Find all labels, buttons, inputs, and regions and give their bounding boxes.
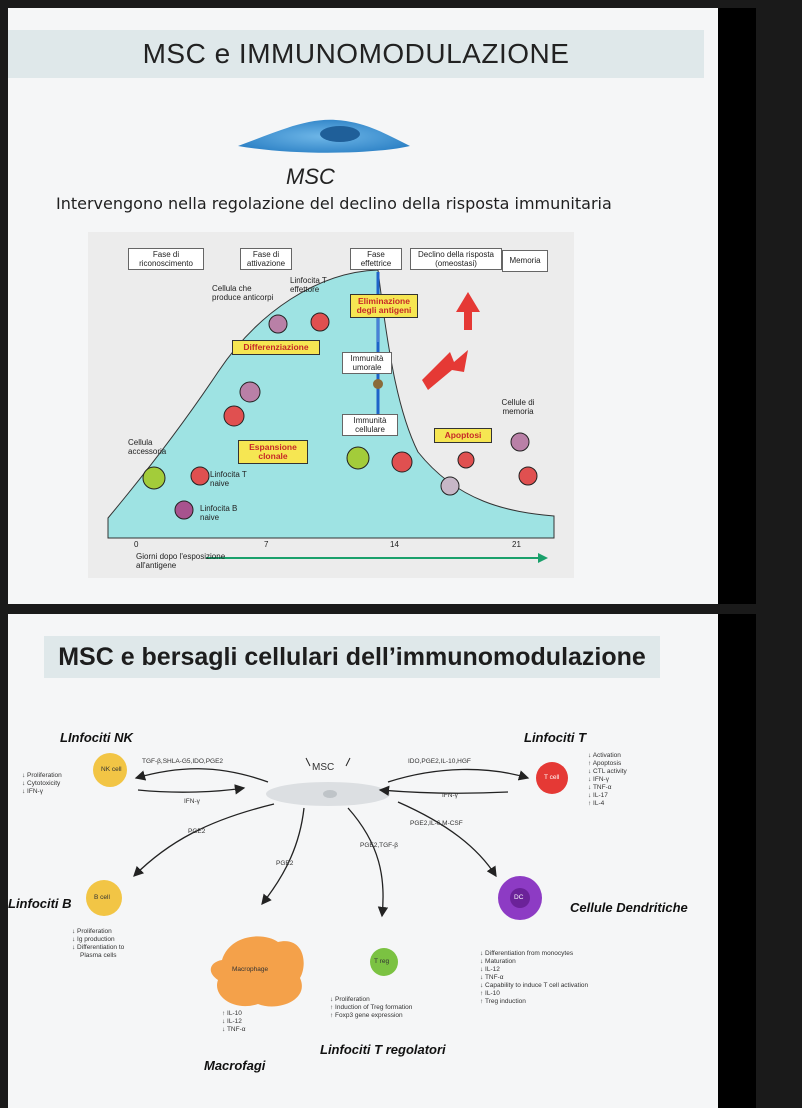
treg-effect: ↑ Foxp3 gene expression (330, 1012, 403, 1019)
t-effect: ↓ IL-17 (588, 792, 608, 799)
macrophage-icon (210, 936, 304, 1007)
dc-effect: ↑ IL-10 (480, 990, 500, 997)
arrow-to-treg-label: PGE2,TGF-β (360, 842, 399, 849)
dc-cell-icon (498, 876, 542, 920)
nk-effect: ↓ IFN-γ (22, 788, 43, 795)
phase-memory: Memoria (502, 250, 548, 272)
dc-effect: ↑ Treg induction (480, 998, 526, 1005)
target-dc-title: Cellule Dendritiche (570, 900, 688, 915)
dc-effect: ↓ Capability to induce T cell activation (480, 982, 589, 989)
nk-cell-icon (93, 753, 127, 787)
label-elimination: Eliminazione degli antigeni (350, 294, 418, 318)
b-effect: ↓ Proliferation (72, 928, 112, 935)
cell-dc-label: DC (514, 894, 524, 901)
label-clonal-expansion: Espansione clonale (238, 440, 308, 464)
arrow-from-nk-label: IFN-γ (184, 798, 200, 805)
phase-effector: Fase effettrice (350, 248, 402, 270)
t-effect: ↓ TNF-α (588, 784, 612, 791)
label-antibody-cell: Cellula che produce anticorpi (212, 284, 274, 302)
label-naive-t: Linfocita T naive (210, 470, 247, 488)
b-effect: ↓ Ig production (72, 936, 115, 943)
treg-cell-icon (370, 948, 398, 976)
arrow-from-t-label: IFN-γ (442, 792, 458, 799)
macro-effect: ↓ IL-12 (222, 1018, 242, 1025)
phase-activation: Fase di attivazione (240, 248, 292, 270)
arrow-to-t-label: IDO,PGE2,IL-10,HGF (408, 758, 471, 765)
center-msc-label: MSC (312, 762, 335, 773)
cell-macro-label: Macrophage (232, 966, 269, 973)
target-b-title: Linfociti B (8, 896, 72, 911)
target-treg-title: Linfociti T regolatori (320, 1042, 446, 1057)
slide1-subtitle: Intervengono nella regolazione del decli… (56, 194, 612, 213)
slide-msc-targets: MSC e bersagli cellulari dell’immunomodu… (8, 614, 756, 1108)
arrow-to-b-label: PGE2 (188, 828, 206, 835)
slide2-title-band: MSC e bersagli cellulari dell’immunomodu… (44, 636, 660, 678)
target-t-title: Linfociti T (524, 730, 587, 745)
dc-effect: ↓ IL-12 (480, 966, 500, 973)
slide1-right-edge (718, 8, 756, 604)
slide-msc-immunomodulazione: MSC e IMMUNOMODULAZIONE MSC Intervengono… (8, 8, 756, 604)
treg-effects: ↓ Proliferation ↑ Induction of Treg form… (330, 996, 412, 1020)
cell-nk-label: NK cell (101, 766, 122, 773)
b-cell-icon (86, 880, 122, 916)
response-curve-chart (107, 269, 555, 563)
b-effect: ↓ Differentiation to (72, 944, 125, 951)
msc-cell-label: MSC (286, 164, 335, 189)
cell-b-label: B cell (94, 894, 110, 901)
tick-0: 0 (134, 540, 139, 549)
nk-effects: ↓ Proliferation ↓ Cytotoxicity ↓ IFN-γ (22, 772, 62, 796)
cell-t-label: T cell (544, 774, 560, 781)
tick-7: 7 (264, 540, 269, 549)
treg-effect: ↓ Proliferation (330, 996, 370, 1003)
cell-treg-label: T reg (374, 958, 390, 965)
label-naive-b: Linfocita B naive (200, 504, 238, 522)
label-accessory-cell: Cellula accessoria (128, 438, 167, 456)
t-effects: ↓ Activation ↑ Apoptosis ↓ CTL activity … (588, 752, 627, 808)
t-effect: ↑ IL-4 (588, 800, 605, 807)
macro-effect: ↓ TNF-α (222, 1026, 246, 1033)
tick-21: 21 (512, 540, 521, 549)
label-cellular: Immunità cellulare (342, 414, 398, 436)
dc-effect: ↓ Differentiation from monocytes (480, 950, 574, 957)
b-effects: ↓ Proliferation ↓ Ig production ↓ Differ… (72, 928, 124, 960)
arrow-to-nk-label: TGF-β,SHLA-G5,IDO,PGE2 (142, 758, 224, 765)
target-macro-title: Macrofagi (204, 1058, 266, 1073)
tick-14: 14 (390, 540, 399, 549)
b-effect: Plasma cells (80, 952, 117, 959)
phase-decline: Declino della risposta (omeostasi) (410, 248, 502, 270)
dc-effects: ↓ Differentiation from monocytes ↓ Matur… (480, 950, 588, 1006)
slide1-title: MSC e IMMUNOMODULAZIONE (142, 38, 570, 69)
label-differentiation: Differenziazione (232, 340, 320, 355)
label-apoptosis: Apoptosi (434, 428, 492, 443)
up-arrow-icon (456, 292, 480, 330)
msc-cell-illustration (238, 119, 410, 153)
macro-effect: ↑ IL-10 (222, 1010, 242, 1017)
label-memory-cells: Cellule di memoria (501, 398, 535, 416)
diagonal-arrow-icon (422, 350, 468, 390)
nk-effect: ↓ Cytotoxicity (22, 780, 61, 787)
label-days-after-exposure: Giorni dopo l'esposizione all'antigene (136, 552, 226, 570)
dc-effect: ↓ TNF-α (480, 974, 504, 981)
dc-effect: ↓ Maturation (480, 958, 516, 965)
arrow-to-macro-label: PGE2 (276, 860, 294, 867)
phase-recognition: Fase di riconoscimento (128, 248, 204, 270)
macro-effects: ↑ IL-10 ↓ IL-12 ↓ TNF-α (222, 1010, 246, 1034)
slide1-title-band: MSC e IMMUNOMODULAZIONE (8, 30, 704, 78)
arrow-to-dc-label: PGE2,IL-6,M-CSF (410, 820, 463, 827)
t-effect: ↓ IFN-γ (588, 776, 609, 783)
label-effector-t: Linfocita T effettore (290, 276, 327, 294)
targets-arrow-diagram (86, 753, 568, 1007)
nk-effect: ↓ Proliferation (22, 772, 62, 779)
immune-response-diagram: Fase di riconoscimento Fase di attivazio… (88, 232, 574, 578)
treg-effect: ↑ Induction of Treg formation (330, 1004, 413, 1011)
slide2-right-edge (718, 614, 756, 1108)
label-humoral: Immunità umorale (342, 352, 392, 374)
t-effect: ↓ CTL activity (588, 768, 627, 775)
slide2-title: MSC e bersagli cellulari dell’immunomodu… (58, 643, 646, 671)
t-cell-icon (536, 762, 568, 794)
t-effect: ↑ Apoptosis (588, 760, 622, 767)
target-nk-title: LInfociti NK (60, 730, 133, 745)
t-effect: ↓ Activation (588, 752, 621, 759)
